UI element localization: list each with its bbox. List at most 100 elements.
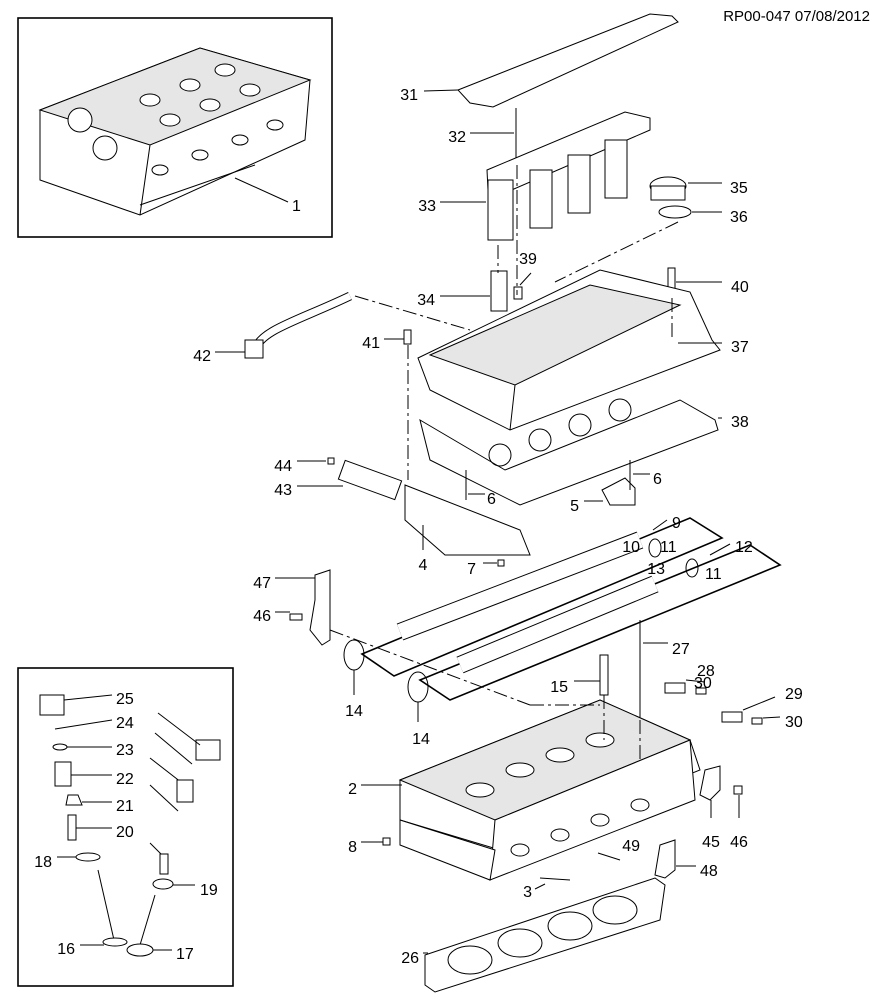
callout-c6b: 6 <box>653 471 662 488</box>
part-bracket-48 <box>654 839 696 879</box>
part-bolt-46b <box>733 785 743 818</box>
part-spark-plug <box>574 654 609 696</box>
callout-c40: 40 <box>731 279 749 296</box>
callout-c46b: 46 <box>730 834 748 851</box>
part-camshaft-bearing-cap <box>404 484 531 556</box>
callout-c37: 37 <box>731 339 749 356</box>
part-dowel-7 <box>483 559 505 567</box>
part-camshaft-seal-11b <box>685 558 699 578</box>
callout-c44: 44 <box>274 458 292 475</box>
callout-c14b: 14 <box>412 731 430 748</box>
callout-c26: 26 <box>401 950 419 967</box>
callout-c29: 29 <box>785 686 803 703</box>
part-head-cover-gasket <box>419 398 722 506</box>
callout-c25: 25 <box>116 691 134 708</box>
part-small-bolt-41 <box>384 329 412 345</box>
callout-c33: 33 <box>418 198 436 215</box>
callout-c35: 35 <box>730 180 748 197</box>
part-intake-camshaft-kit <box>360 517 724 677</box>
part-camshaft-sensor-28 <box>664 679 706 694</box>
callout-c17: 17 <box>176 946 194 963</box>
part-cylinder-head-bolt <box>639 620 668 720</box>
part-bearing-cap-5 <box>584 477 636 506</box>
callout-c13: 13 <box>647 561 665 578</box>
part-camshaft-sensor-29 <box>721 696 776 723</box>
part-bolt-6a <box>465 470 485 500</box>
callout-c24: 24 <box>116 715 134 732</box>
callout-c21: 21 <box>116 798 134 815</box>
callout-c36: 36 <box>730 209 748 226</box>
callout-c14a: 14 <box>345 703 363 720</box>
inset-valve-train-frame <box>17 667 234 987</box>
assembled-cylinder-head-illustration <box>38 47 312 216</box>
part-cylinder-head <box>361 699 701 881</box>
part-breather-hose <box>215 291 352 359</box>
callout-c1: 1 <box>292 198 301 215</box>
part-bolt-long <box>470 108 517 163</box>
callout-c18: 18 <box>34 854 52 871</box>
callout-c46a: 46 <box>253 608 271 625</box>
callout-c39: 39 <box>519 251 537 268</box>
valve-train-parts <box>39 694 221 957</box>
callout-c45: 45 <box>702 834 720 851</box>
part-exhaust-camshaft-kit <box>418 543 782 701</box>
part-bolt-46a <box>275 611 303 621</box>
callout-c42: 42 <box>193 348 211 365</box>
callout-c2: 2 <box>348 781 357 798</box>
callout-c3: 3 <box>523 884 532 901</box>
callout-c27: 27 <box>672 641 690 658</box>
callout-c10: 10 <box>622 539 640 556</box>
callout-c47: 47 <box>253 575 271 592</box>
callout-c19: 19 <box>200 882 218 899</box>
part-camshaft-seal-11a <box>648 538 662 558</box>
part-sensor-bolt-30b <box>751 716 781 725</box>
part-cylinder-head-gasket <box>423 877 666 993</box>
part-oil-seal-14b <box>407 671 429 722</box>
callout-c5: 5 <box>570 498 579 515</box>
callout-c43: 43 <box>274 482 292 499</box>
callout-c34: 34 <box>417 292 435 309</box>
part-solenoid-bolt <box>297 457 335 465</box>
callout-c8: 8 <box>348 839 357 856</box>
callout-c6a: 6 <box>487 491 496 508</box>
callout-c32: 32 <box>448 129 466 146</box>
part-bracket-45 <box>699 765 721 818</box>
part-stud-3 <box>534 877 571 890</box>
callout-c20: 20 <box>116 824 134 841</box>
callout-c38: 38 <box>731 414 749 431</box>
part-oil-seal-14a <box>343 639 365 695</box>
callout-c30b: 30 <box>785 714 803 731</box>
part-engine-cover <box>423 13 679 108</box>
callout-c12: 12 <box>735 539 753 556</box>
part-ignition-coil <box>440 111 651 241</box>
part-oil-filler-seal <box>658 205 722 219</box>
callout-c7: 7 <box>467 561 476 578</box>
drawing-reference-number: RP00-047 07/08/2012 <box>723 8 870 25</box>
part-stud-49 <box>597 852 621 861</box>
part-control-solenoid <box>297 459 403 501</box>
callout-c22: 22 <box>116 771 134 788</box>
part-small-bolt-39 <box>513 272 532 300</box>
part-oil-filler-cap <box>649 176 722 201</box>
part-plug-8 <box>361 837 391 846</box>
part-sensor-bolt-30a <box>695 687 707 695</box>
alignment-lines <box>329 165 679 760</box>
callout-c23: 23 <box>116 742 134 759</box>
callout-c11b: 11 <box>705 566 722 583</box>
callout-c31: 31 <box>400 87 418 104</box>
callout-c9: 9 <box>672 515 681 532</box>
inset-cylinder-head-assembly-frame <box>17 17 333 238</box>
callout-c41: 41 <box>362 335 380 352</box>
callout-c11a: 11 <box>660 539 677 556</box>
part-bolt-6b <box>629 460 650 490</box>
part-bracket-47 <box>275 569 331 646</box>
callout-c49: 49 <box>622 838 640 855</box>
part-cylinder-head-cover <box>417 269 722 431</box>
callout-c16: 16 <box>57 941 75 958</box>
callout-c48: 48 <box>700 863 718 880</box>
callout-c4: 4 <box>419 557 428 574</box>
callout-c28: 28 <box>697 663 715 680</box>
callout-c30a: 30 <box>694 675 712 692</box>
